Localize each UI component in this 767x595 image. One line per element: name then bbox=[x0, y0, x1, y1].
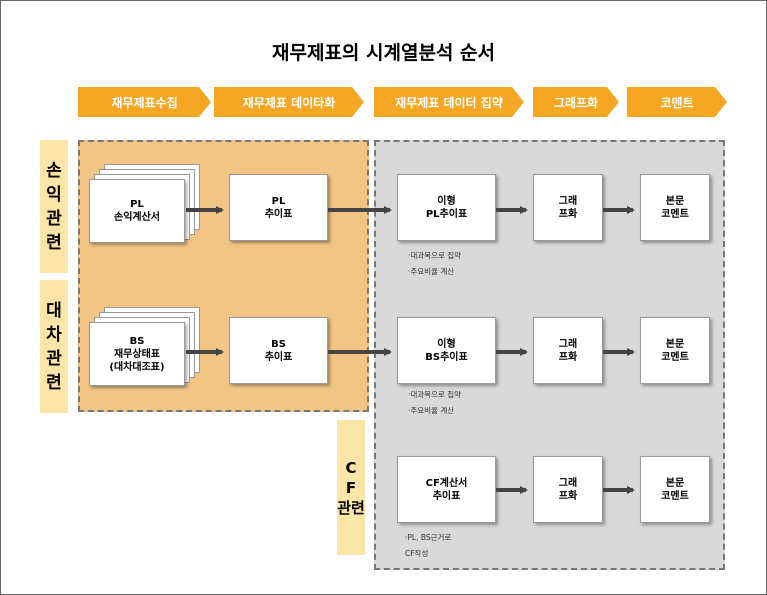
pl-comment-box: 본문 코멘트 bbox=[640, 174, 710, 241]
diagram-title: 재무제표의 시계열분석 순서 bbox=[272, 42, 495, 64]
step-collect: 재무제표수집 bbox=[78, 87, 211, 117]
row-label-bs: 대차 관련 bbox=[40, 280, 68, 413]
row-label-cf: C F 관련 bbox=[337, 420, 365, 555]
row-label-pl: 손익 관련 bbox=[40, 140, 68, 273]
cf-comment-box: 본문 코멘트 bbox=[640, 456, 710, 523]
bs-table-box: BS 추이표 bbox=[229, 317, 328, 384]
pl-graph-box: 그래 프화 bbox=[533, 174, 603, 241]
cf-notes: ·PL, BS근거로 CF작성 bbox=[405, 533, 452, 558]
bs-comment-box: 본문 코멘트 bbox=[640, 317, 710, 384]
cf-graph-box: 그래 프화 bbox=[533, 456, 603, 523]
bs-graph-box: 그래 프화 bbox=[533, 317, 603, 384]
cf-aggregate-box: CF계산서 추이표 bbox=[397, 456, 496, 523]
bs-notes: ·대과목으로 집약 ·주요비율 계산 bbox=[408, 390, 462, 415]
step-graph: 그래프화 bbox=[533, 87, 619, 117]
pl-aggregate-box: 이형 PL추이표 bbox=[397, 174, 496, 241]
step-digitize: 재무제표 데이타화 bbox=[214, 87, 364, 117]
step-comment: 코멘트 bbox=[627, 87, 727, 117]
pl-source-box: PL 손익계산서 bbox=[89, 179, 185, 243]
bs-aggregate-box: 이형 BS추이표 bbox=[397, 317, 496, 384]
pl-notes: ·대과목으로 집약 ·주요비율 계산 bbox=[408, 251, 462, 276]
pl-table-box: PL 추이표 bbox=[229, 174, 328, 241]
step-aggregate: 재무제표 데이터 집약 bbox=[374, 87, 524, 117]
bs-source-box: BS 재무상태표 (대차대조표) bbox=[89, 322, 185, 386]
